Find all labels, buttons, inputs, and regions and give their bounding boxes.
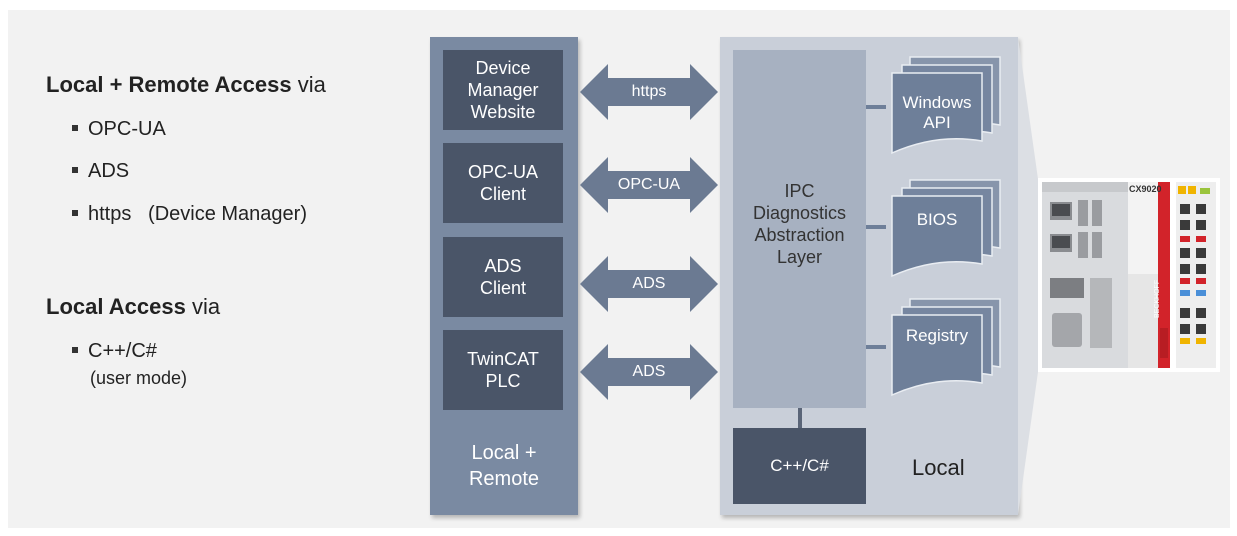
box-line: Device [475, 58, 531, 78]
bullet-icon [72, 210, 78, 216]
doc-line: Windows [902, 93, 972, 112]
double-arrow-ads-2 [580, 344, 718, 400]
double-arrows [580, 64, 718, 400]
remote-access-heading-bold: Local + Remote Access [46, 72, 292, 97]
label-line: Remote [468, 468, 540, 490]
windows-api-label: Windows API [892, 93, 982, 133]
ipc-diagnostics-layer-box: IPC Diagnostics Abstraction Layer [733, 50, 866, 408]
ipc-line: Layer [776, 247, 823, 267]
zoom-wedge [1018, 37, 1038, 515]
box-line: Manager [467, 80, 539, 100]
box-line: Website [470, 102, 536, 122]
arrow-label-ads-1: ADS [632, 275, 666, 292]
local-connectors [798, 56, 1001, 429]
box-line: OPC-UA [467, 162, 538, 182]
remote-access-heading-rest: via [291, 72, 326, 97]
local-item-cpp: C++/C# [72, 340, 157, 363]
arrow-label-https: https [631, 83, 667, 100]
twincat-plc-box: TwinCAT PLC [443, 330, 563, 410]
registry-doc-icon [891, 298, 1001, 397]
bullet-icon [72, 347, 78, 353]
double-arrow-https [580, 64, 718, 120]
box-line: Client [479, 278, 527, 298]
windows-api-doc-icon [891, 56, 1001, 155]
local-access-heading-rest: via [185, 294, 221, 319]
local-remote-label: Local + Remote [430, 440, 578, 492]
box-line: Client [479, 184, 527, 204]
box-line: PLC [485, 371, 521, 391]
local-item-subtext: (user mode) [90, 368, 188, 388]
device-manager-website-box: Device Manager Website [443, 50, 563, 130]
cpp-box: C++/C# [733, 428, 866, 504]
remote-access-heading: Local + Remote Access via [46, 72, 326, 98]
local-access-heading: Local Access via [46, 294, 220, 320]
double-arrow-opcua [580, 157, 718, 213]
device-model-label: CX9020 [1129, 184, 1162, 194]
opcua-client-box: OPC-UA Client [443, 143, 563, 223]
bios-label: BIOS [916, 210, 958, 229]
double-arrow-ads-1 [580, 256, 718, 312]
arrow-label-ads-2: ADS [632, 363, 666, 380]
remote-item-https: https (Device Manager) [72, 203, 307, 226]
box-line: ADS [484, 256, 522, 276]
local-item-text: C++/C# [88, 340, 157, 362]
device-brand-label: BECKHOFF [1154, 279, 1161, 318]
remote-item-text: OPC-UA [88, 118, 166, 140]
remote-item-opcua: OPC-UA [72, 118, 166, 141]
remote-item-ads: ADS [72, 160, 129, 183]
arrow-label-opcua: OPC-UA [617, 176, 681, 193]
bios-doc-icon [891, 179, 1001, 278]
ipc-line: Abstraction [754, 225, 845, 245]
cx9020-device-image: CX9020 BECKHOFF [1038, 178, 1220, 372]
bullet-icon [72, 167, 78, 173]
ipc-line: IPC [784, 181, 815, 201]
remote-item-text: ADS [88, 160, 130, 182]
remote-item-text: https (Device Manager) [88, 203, 307, 225]
device-illustration [1042, 182, 1216, 368]
ipc-line: Diagnostics [752, 203, 847, 223]
box-line: TwinCAT [467, 349, 539, 369]
label-line: Local + [471, 442, 537, 464]
bullet-icon [72, 125, 78, 131]
ads-client-box: ADS Client [443, 237, 563, 317]
local-access-heading-bold: Local Access [46, 294, 186, 319]
registry-label: Registry [905, 326, 969, 345]
doc-line: API [923, 113, 951, 132]
local-label: Local [912, 455, 965, 480]
